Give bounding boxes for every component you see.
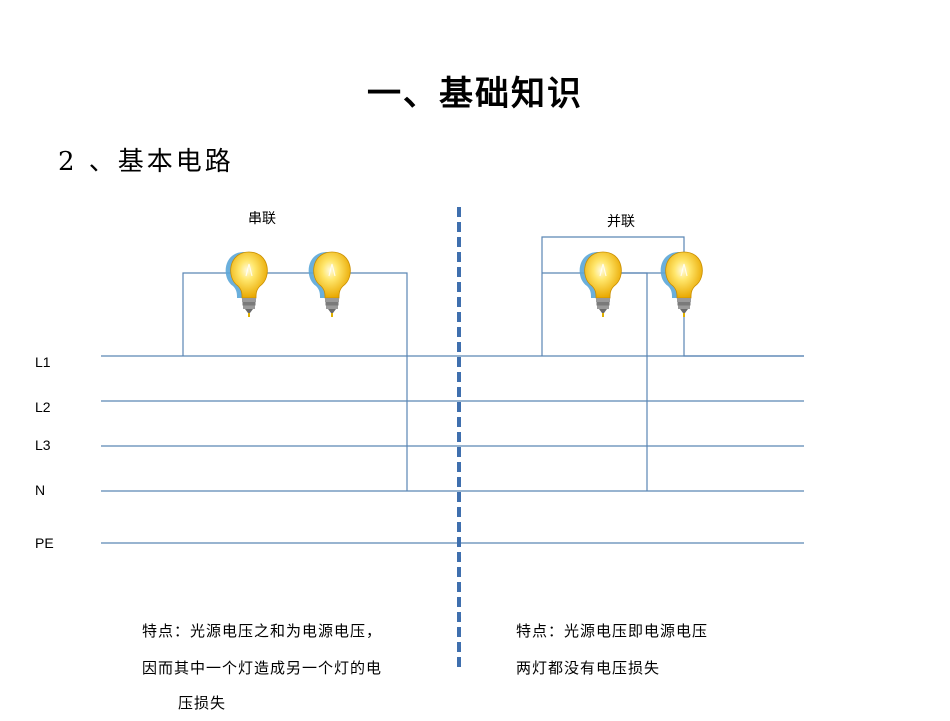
lamp-icon [579,251,622,318]
section-subtitle: 2 、基本电路 [58,147,234,177]
series-note-line-2: 因而其中一个灯造成另一个灯的电 [142,659,383,677]
parallel-label: 并联 [607,214,635,230]
bus-lines [101,355,804,544]
series-label: 串联 [248,211,276,227]
lamp-icon [225,251,268,318]
line-label-l1: L1 [35,354,51,370]
lamp-icon [308,251,351,318]
page-title: 一、基础知识 [367,74,583,114]
line-label-pe: PE [35,535,54,551]
parallel-note-line-1: 特点：光源电压即电源电压 [516,622,709,640]
series-note-line-3: 压损失 [178,694,227,712]
series-note-line-1: 特点：光源电压之和为电源电压， [142,622,383,640]
series-wiring [182,272,408,491]
line-label-l2: L2 [35,399,51,415]
parallel-note-line-2: 两灯都没有电压损失 [516,659,661,677]
line-label-l3: L3 [35,437,51,453]
lamp-icon [660,251,703,318]
line-label-n: N [35,482,46,498]
